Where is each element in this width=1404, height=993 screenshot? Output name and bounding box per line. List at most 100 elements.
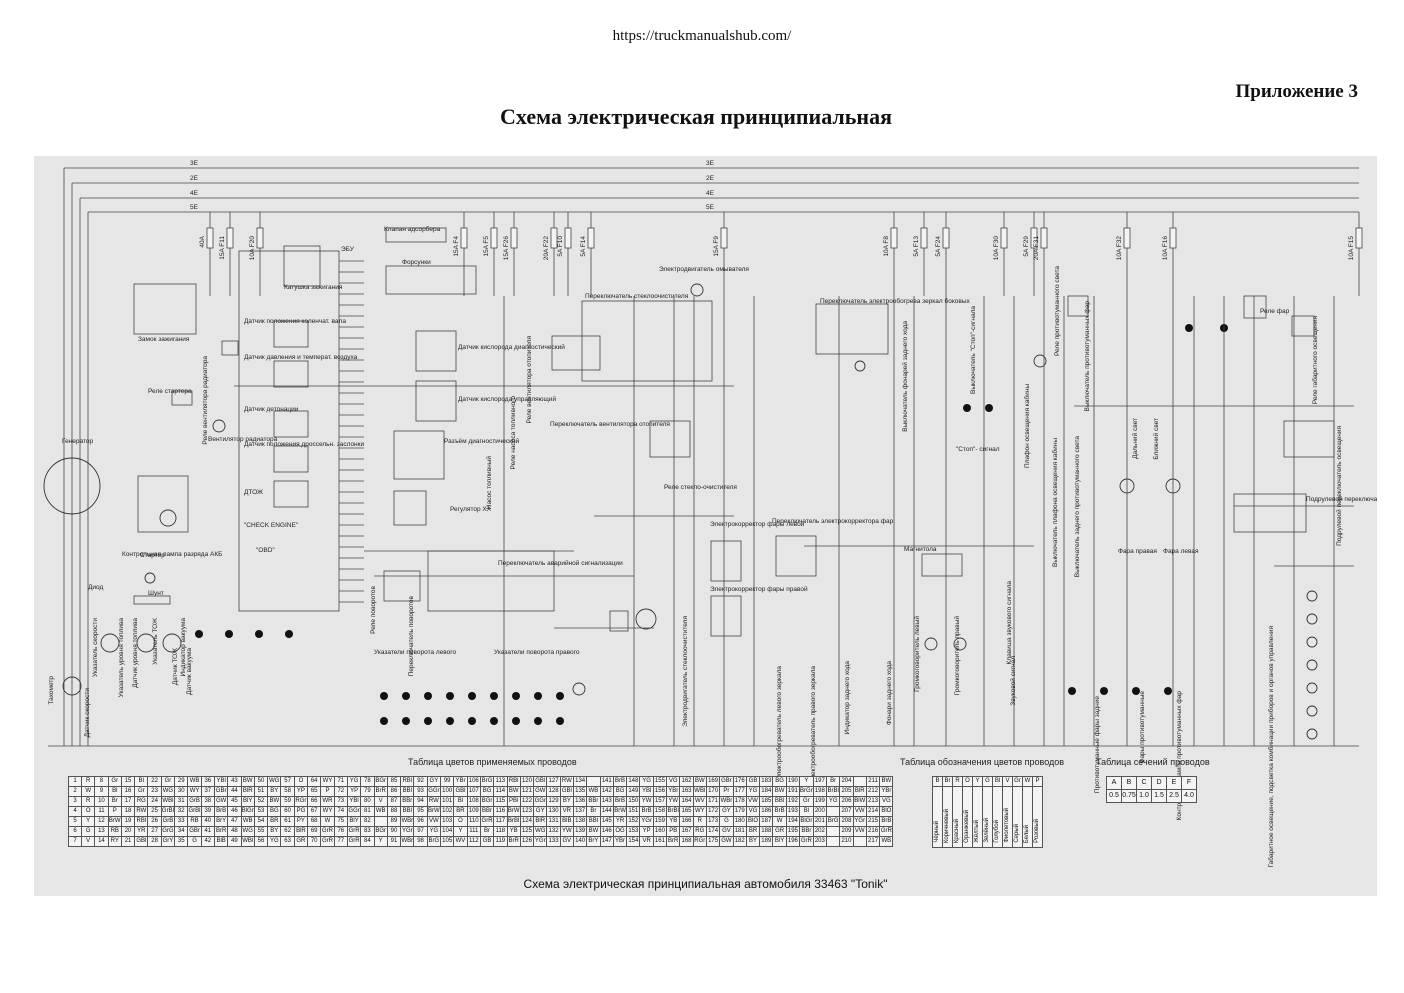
color-name-cell: Розовый bbox=[1032, 786, 1043, 848]
table-cell: O bbox=[293, 776, 309, 787]
turn-indicator-lamp bbox=[446, 692, 454, 700]
table-cell: BrB bbox=[213, 806, 229, 817]
sensor-box bbox=[273, 480, 309, 508]
table-cell: YBl bbox=[346, 796, 362, 807]
table-cell: GV bbox=[719, 826, 734, 837]
table-cell: WG bbox=[240, 826, 255, 837]
table-cell: 60 bbox=[280, 806, 295, 817]
table-cell: 138 bbox=[572, 816, 588, 827]
table-cell: 191 bbox=[785, 786, 801, 797]
table-cell: GrR bbox=[320, 826, 335, 837]
component-label: 2E bbox=[706, 175, 714, 182]
table-cell: RW bbox=[559, 776, 574, 787]
table-cell: 178 bbox=[732, 796, 747, 807]
table-cell: 12 bbox=[94, 816, 109, 827]
table-cell: 70 bbox=[307, 836, 322, 847]
table-cell: RGr bbox=[293, 796, 309, 807]
table-cell: 205 bbox=[839, 786, 854, 797]
table-cell: RG bbox=[134, 796, 149, 807]
table-cell: 14 bbox=[94, 836, 109, 847]
table-cell: YR bbox=[612, 816, 628, 827]
color-codes-table-title: Таблица обозначения цветов проводов bbox=[900, 757, 1065, 767]
table-cell: 195 bbox=[785, 826, 801, 837]
section-cell: 0.5 bbox=[1106, 789, 1122, 803]
table-cell: YBl bbox=[213, 776, 229, 787]
table-cell: 121 bbox=[519, 786, 535, 797]
ignition-coil-box bbox=[283, 245, 321, 287]
indicator-lamp bbox=[255, 630, 263, 638]
table-cell: 213 bbox=[865, 796, 881, 807]
cabin-light-symbol bbox=[1033, 354, 1047, 368]
component-label: Датчик давления и температ. воздуха bbox=[244, 354, 358, 361]
table-cell: PB bbox=[666, 826, 681, 837]
table-cell: 51 bbox=[253, 786, 269, 797]
table-cell bbox=[852, 836, 867, 847]
table-cell: 131 bbox=[546, 816, 561, 827]
component-label: Плафон освещения кабины bbox=[1024, 384, 1031, 468]
table-cell: YW bbox=[639, 796, 654, 807]
table-cell: GBl bbox=[134, 836, 149, 847]
table-cell: 15 bbox=[120, 776, 136, 787]
table-cell bbox=[825, 836, 841, 847]
table-cell: BBl bbox=[400, 786, 415, 797]
table-cell: GBr bbox=[213, 786, 229, 797]
turn-indicator-lamp bbox=[424, 692, 432, 700]
table-cell: YP bbox=[639, 826, 654, 837]
table-cell: 2 bbox=[68, 786, 82, 797]
table-cell: BG bbox=[612, 786, 628, 797]
table-cell: 163 bbox=[679, 786, 694, 797]
table-cell: 75 bbox=[333, 816, 348, 827]
table-cell: 216 bbox=[865, 826, 881, 837]
table-cell: 115 bbox=[493, 796, 508, 807]
table-cell: 161 bbox=[652, 836, 668, 847]
turn-indicator-lamp bbox=[446, 717, 454, 725]
appendix-label: Приложение 3 bbox=[1235, 81, 1358, 102]
component-label: 5A F13 bbox=[913, 236, 920, 257]
table-cell: 34 bbox=[174, 826, 189, 837]
fan-relay-box bbox=[221, 340, 239, 356]
table-cell: 76 bbox=[333, 826, 348, 837]
component-label: Указатели поворота правого bbox=[494, 649, 580, 656]
table-cell: YG bbox=[639, 776, 654, 787]
component-label: 5A F29 bbox=[1023, 236, 1030, 257]
table-cell: RG bbox=[692, 826, 707, 837]
parking-relay-box bbox=[1291, 315, 1315, 337]
component-label: Датчик положения дроссельн. заслонки bbox=[244, 441, 365, 448]
table-cell: O bbox=[80, 806, 96, 817]
table-cell: 123 bbox=[519, 806, 535, 817]
table-cell: Bl bbox=[134, 776, 149, 787]
table-cell: GY bbox=[426, 776, 442, 787]
table-cell: 107 bbox=[466, 786, 481, 797]
color-code-cell: O bbox=[962, 776, 973, 787]
turn-indicator-lamp bbox=[534, 717, 542, 725]
table-cell: RW bbox=[426, 796, 442, 807]
fuse bbox=[1000, 227, 1008, 249]
component-label: Катушка зажигания bbox=[284, 284, 343, 291]
heater-switch-block bbox=[551, 335, 601, 371]
component-label: 20A F22 bbox=[543, 236, 550, 261]
color-code-cell: Y bbox=[972, 776, 983, 787]
table-cell: 139 bbox=[572, 826, 588, 837]
fuse bbox=[1355, 227, 1363, 249]
component-label: Стартер bbox=[140, 552, 165, 559]
turn-indicator-lamp bbox=[402, 717, 410, 725]
table-cell: BW bbox=[506, 786, 521, 797]
table-cell: RBl bbox=[134, 816, 149, 827]
component-label: Указатель уровня топлива bbox=[118, 618, 125, 698]
table-cell: YGr bbox=[533, 836, 548, 847]
table-cell: BG bbox=[479, 786, 495, 797]
speaker-left-symbol bbox=[924, 637, 938, 651]
table-cell: 78 bbox=[360, 776, 375, 787]
table-cell: BrB bbox=[612, 776, 628, 787]
wiper-switch-block bbox=[581, 300, 713, 382]
component-label: Габаритное освещение, подсветка комбинац… bbox=[1268, 626, 1275, 868]
table-cell: 142 bbox=[599, 786, 614, 797]
panel-light-symbol bbox=[1306, 636, 1318, 648]
table-cell: R bbox=[80, 796, 96, 807]
component-label: "OBD" bbox=[256, 547, 275, 554]
table-cell: 64 bbox=[307, 776, 322, 787]
oxygen-sensor-box bbox=[415, 330, 457, 372]
table-cell: 129 bbox=[546, 796, 561, 807]
